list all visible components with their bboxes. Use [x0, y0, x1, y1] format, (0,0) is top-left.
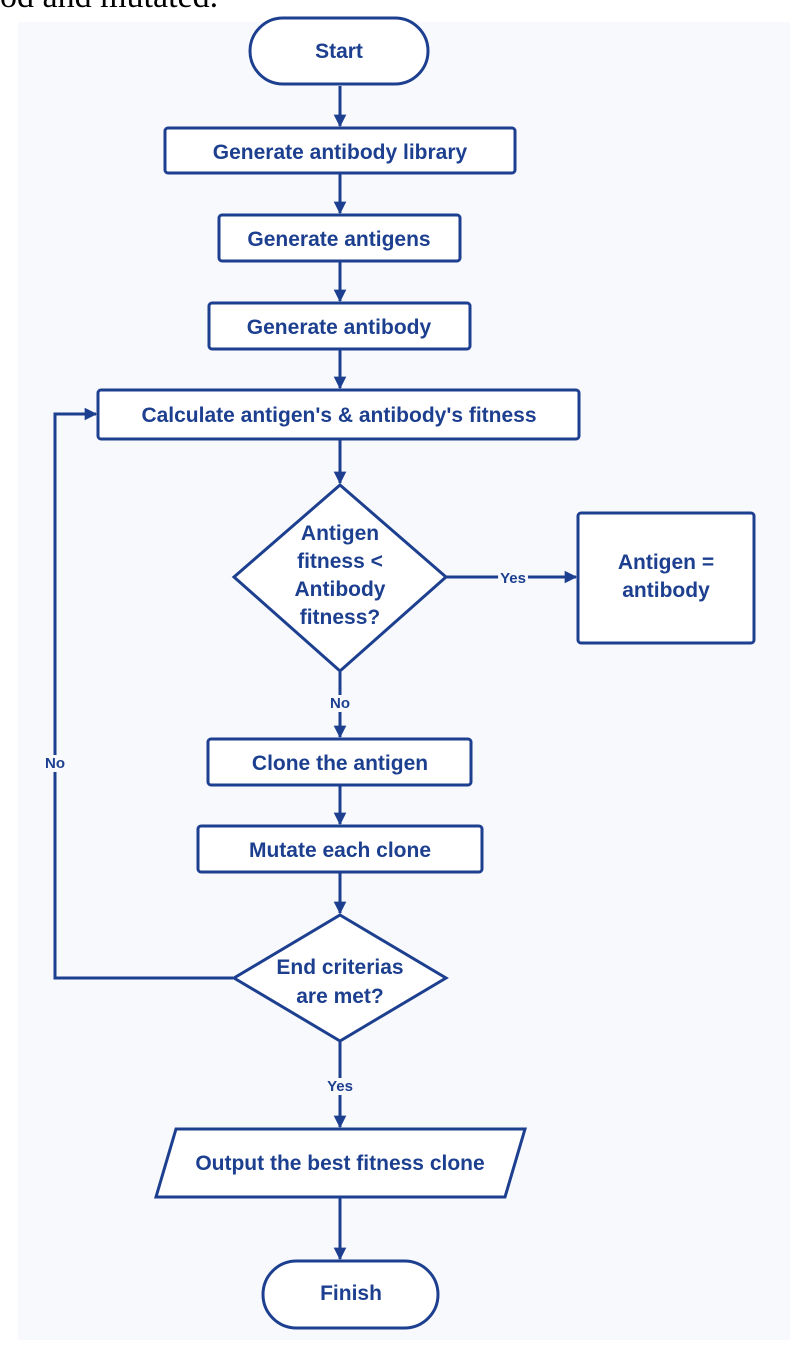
- fitness-decision-line-4: fitness?: [300, 606, 381, 629]
- generate-library-box: [163, 126, 517, 175]
- start-label: Start: [315, 40, 363, 63]
- fitness-decision-line-3: Antibody: [295, 578, 386, 601]
- edge-label-yes-end: Yes: [327, 1078, 353, 1095]
- generate-library-label: Generate antibody library: [213, 141, 468, 164]
- output-parallelogram: [153, 1127, 528, 1199]
- output-best-label: Output the best fitness clone: [195, 1152, 484, 1175]
- end-decision-line-2: are met?: [296, 985, 384, 1008]
- edge-label-no-fitness: No: [330, 695, 350, 712]
- fitness-decision-diamond: [231, 483, 449, 674]
- caption-fragment: od and mutated.: [0, 0, 803, 18]
- generate-antibody-box: [207, 301, 472, 351]
- antigen-equals-antibody-box: [576, 511, 756, 645]
- finish-label: Finish: [320, 1282, 382, 1305]
- mutate-clone-label: Mutate each clone: [249, 839, 431, 862]
- edge-label-yes-fitness-bg: [498, 570, 528, 587]
- edge-label-yes-fitness: Yes: [500, 570, 526, 587]
- calculate-fitness-label: Calculate antigen's & antibody's fitness: [141, 404, 536, 427]
- start-terminal: [248, 16, 430, 86]
- generate-antibody-label: Generate antibody: [247, 316, 432, 339]
- end-criteria-decision-diamond: [231, 913, 449, 1043]
- edge-label-yes-end-bg: [325, 1078, 355, 1095]
- edge-label-no-loop: No: [45, 755, 65, 772]
- calculate-fitness-box: [96, 388, 581, 441]
- antigen-equals-antibody-line-1: Antigen =: [618, 551, 714, 574]
- generate-antigens-label: Generate antigens: [247, 228, 430, 251]
- generate-antigens-box: [217, 213, 462, 263]
- clone-antigen-label: Clone the antigen: [252, 752, 428, 775]
- edge-label-no-fitness-bg: [328, 695, 352, 712]
- clone-antigen-box: [206, 737, 473, 787]
- antigen-equals-antibody-line-2: antibody: [622, 579, 710, 602]
- fitness-decision-line-2: fitness <: [297, 550, 383, 573]
- edge-end-no-loop: [53, 407, 233, 980]
- finish-terminal: [261, 1259, 440, 1330]
- edge-label-no-loop-bg: [43, 755, 67, 772]
- end-decision-line-1: End criterias: [276, 956, 403, 979]
- fitness-decision-line-1: Antigen: [301, 522, 379, 545]
- mutate-clone-box: [196, 824, 484, 874]
